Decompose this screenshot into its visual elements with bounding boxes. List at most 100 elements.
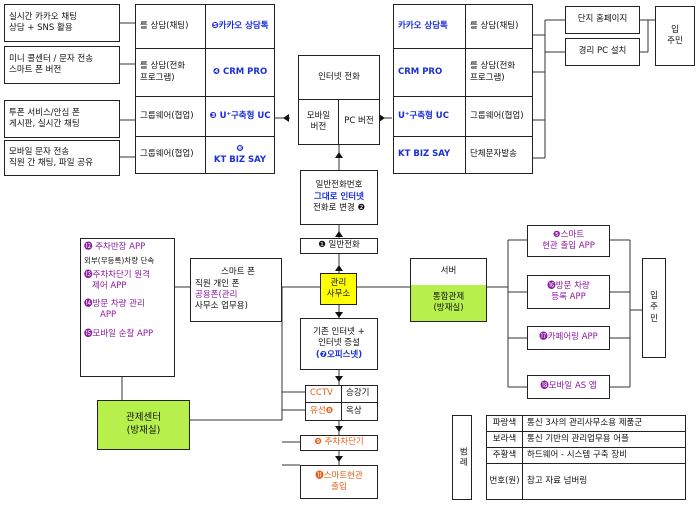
app-label: CRM PRO — [398, 66, 443, 77]
control-integrated: 통합관제 (방재실) — [411, 285, 486, 321]
smart-door-label: 출입 — [331, 482, 347, 492]
smartphone-label: 공용폰(관리 — [195, 290, 238, 300]
smartphone-label: 사무소 업무용) — [195, 301, 248, 312]
desc-line: 게시판, 실시간 채팅 — [9, 119, 80, 129]
complex-homepage-box: 단지 홈페이지 — [565, 6, 640, 34]
left-app-list: ⓬ 주차반장 APP 외부(무등록)차량 단속 ⓭주차차단기 원격 제어 APP… — [80, 238, 175, 377]
legend-key-label: 번호(원) — [489, 475, 520, 486]
func-label: 프로그램) — [140, 72, 175, 83]
desc-line: 미니 콜센터 / 문자 전송 — [9, 53, 94, 64]
smartphone-label: 직원 개인 폰 — [195, 278, 240, 289]
app-label: ⓲모바일 AS 앱 — [540, 381, 597, 392]
control-label: (방재실) — [433, 303, 464, 313]
app-smart-door: ❺스마트 현관 출입 APP — [527, 225, 610, 257]
func-label: 를 상담(전화 — [140, 61, 186, 72]
office-label: 사무소 — [326, 289, 351, 299]
app-carpooling: ⓱카페어링 APP — [527, 326, 610, 350]
legend-key: 번호(원) — [487, 464, 523, 499]
resident-label: 민 — [650, 313, 658, 324]
app-kakao-counsel-right: 카카오 상담톡 — [394, 5, 466, 49]
number-change-note: 일반전화번호 그대로 인터넷 전화로 변경 ❷ — [300, 170, 378, 225]
app-crm-pro: ❹ CRM PRO — [206, 49, 274, 97]
smart-door-label: ⓫스마트현관 — [315, 470, 363, 481]
func-label: 를 상담(채팅) — [140, 20, 189, 31]
office-pc-box: 경리 PC 설치 — [565, 38, 640, 66]
server-box: 서버 통합관제 (방재실) — [410, 258, 487, 322]
func-cell: 를 상담(채팅) — [136, 5, 206, 49]
app-label: KT BIZ SAY — [398, 149, 451, 160]
expansion-line: 인터넷 증설 — [318, 338, 360, 349]
app-barrier-remote-2: 제어 APP — [92, 281, 127, 292]
roof-label: 옥상 — [346, 405, 362, 416]
smartphone-box: 스마트 폰 직원 개인 폰 공용폰(관리 사무소 업무용) — [190, 258, 282, 322]
app-label: ❺스마트 — [552, 229, 585, 240]
expansion-line: (❼오피스넷) — [315, 349, 363, 360]
control-center-box: 관제센터 (방재실) — [97, 400, 190, 450]
mobile-version-cell: 모바일 버전 — [299, 100, 339, 144]
smartphone-label: 스마트 폰 — [221, 267, 255, 278]
legend-text: 참고 자료 넘버링 — [523, 464, 685, 499]
app-uplus-uc-right: U⁺구축형 UC — [394, 97, 466, 137]
app-parking-manager: ⓬ 주차반장 APP — [84, 242, 146, 252]
general-phone-box: ❶ 일반전화 — [300, 238, 378, 254]
cctv-label: CCTV — [310, 388, 333, 399]
func-label: 를 상담(채팅) — [470, 20, 519, 31]
office-pc-label: 경리 PC 설치 — [578, 46, 627, 57]
func-cell: 를 상담(전화 프로그램) — [466, 49, 532, 97]
smart-door-box: ⓫스마트현관 출입 — [300, 465, 378, 499]
app-label: ❸ U⁺구축형 UC — [209, 110, 271, 121]
legend-key: 파랑색 — [487, 416, 523, 432]
resident-label: 주민 — [667, 36, 683, 46]
app-label: ⓰방문 차량 — [547, 280, 590, 291]
internet-expansion-box: 기존 인터넷 + 인터넷 증설 (❼오피스넷) — [300, 318, 378, 370]
desc-twophone: 투폰 서비스/안심 폰 게시판, 실시간 채팅 — [4, 100, 120, 138]
desc-line: 직원 간 채팅, 파일 공유 — [9, 158, 93, 168]
func-label: 단체문자발송 — [470, 149, 517, 160]
legend-text-label: 참고 자료 넘버링 — [527, 475, 588, 486]
func-label: 프로그램) — [470, 72, 505, 83]
app-visitor-registration: ⓰방문 차량 등록 APP — [527, 275, 610, 309]
desc-line: 실시간 카카오 채팅 — [9, 11, 77, 22]
server-title: 서버 — [411, 259, 486, 285]
func-label: 를 상담(전화 — [470, 61, 516, 72]
app-label: 현관 출입 APP — [542, 241, 595, 251]
server-label: 서버 — [440, 266, 457, 277]
app-label: 카카오 상담톡 — [398, 20, 448, 31]
func-cell: 그룹웨어(협업) — [466, 97, 532, 137]
roof-cell: 옥상 — [342, 403, 377, 420]
func-cell: 를 상담(채팅) — [466, 5, 532, 49]
wired-cell: 유선❽ — [306, 403, 342, 420]
app-kt-bizsay-right: KT BIZ SAY — [394, 137, 466, 173]
func-cell: 그룹웨어(협업) — [136, 137, 206, 173]
legend-key: 보라색 — [487, 432, 523, 448]
internet-phone-title: 인터넷 전화 — [299, 56, 379, 100]
pc-version-label: PC 버전 — [344, 116, 374, 127]
app-visitor-vehicle-2: APP — [100, 310, 117, 320]
func-cell: 를 상담(전화 프로그램) — [136, 49, 206, 97]
app-parking-note: 외부(무등록)차량 단속 — [84, 256, 155, 266]
wired-label: 유선❽ — [310, 405, 334, 416]
elevator-label: 승강기 — [346, 388, 370, 399]
desc-line: 스마트 폰 버전 — [9, 65, 62, 75]
legend-text-label: 하드웨어 - 시스템 구축 장비 — [527, 449, 627, 460]
app-mobile-patrol: ⓯모바일 순찰 APP — [84, 329, 154, 340]
func-label: 그룹웨어(협업) — [470, 110, 524, 121]
resident-label: 입 — [671, 24, 679, 35]
control-center-label: (방재실) — [126, 425, 161, 436]
expansion-line: 기존 인터넷 + — [313, 326, 365, 337]
app-kt-bizsay: ❻ KT BIZ SAY — [206, 137, 274, 173]
resident-box-mid: 입 주 민 — [642, 258, 666, 358]
left-product-table: 를 상담(채팅) ❺카카오 상담톡 를 상담(전화 프로그램) ❹ CRM PR… — [135, 4, 275, 174]
legend-table: 파랑색 통신 3사의 관리사무소용 제품군 보라색 통신 기반의 관리업무용 어… — [486, 415, 686, 500]
app-label: 등록 APP — [551, 292, 586, 302]
app-num: ❻ — [236, 143, 244, 154]
desc-kakao-chat: 실시간 카카오 채팅 상담 + SNS 활용 — [4, 4, 120, 42]
func-cell: 단체문자발송 — [466, 137, 532, 173]
legend-key: 주황색 — [487, 448, 523, 464]
app-label: U⁺구축형 UC — [398, 110, 449, 121]
internet-phone-box: 인터넷 전화 모바일 버전 PC 버전 — [298, 55, 380, 145]
office-label: 관리 — [330, 277, 347, 288]
internet-phone-label: 인터넷 전화 — [318, 71, 360, 82]
app-label: ❹ CRM PRO — [212, 66, 268, 77]
app-kakao-counsel: ❺카카오 상담톡 — [206, 5, 274, 49]
